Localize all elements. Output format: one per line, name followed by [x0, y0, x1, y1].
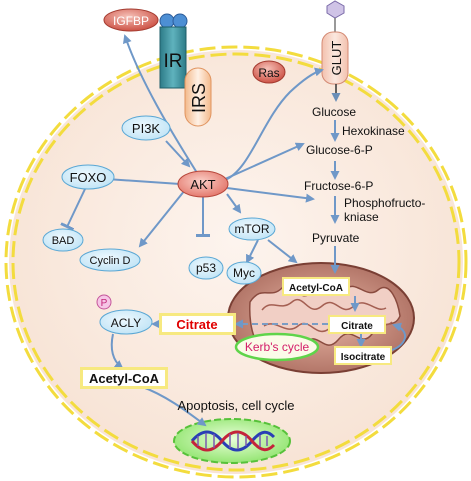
foxo-label: FOXO: [70, 170, 107, 185]
akt-label: AKT: [190, 177, 215, 192]
cyclin-d-label: Cyclin D: [90, 255, 131, 267]
ir-receptor: [159, 13, 188, 89]
cyclin-d-node: [79, 248, 141, 272]
cell-border-outer: [4, 45, 468, 479]
igfbp-label: IGFBP: [113, 14, 149, 28]
mtor-label: mTOR: [234, 222, 269, 236]
pyruvate-label: Pyruvate: [312, 231, 360, 245]
kerbs-cycle-node: [234, 332, 320, 362]
akt-node: [177, 170, 229, 198]
ir-label: IR: [164, 51, 183, 72]
fructose-6-p-label: Fructose-6-P: [304, 179, 373, 193]
irs-protein: [184, 67, 212, 127]
phosphofructokinase-label-1: Phosphofructo-: [344, 196, 425, 210]
glucose-6-p-label: Glucose-6-P: [306, 143, 373, 157]
pi3k-label: PI3K: [132, 121, 161, 136]
outcome-label: Apoptosis, cell cycle: [177, 398, 294, 413]
irs-label: IRS: [189, 83, 209, 113]
cell-border-inner: [11, 52, 461, 472]
myc-label: Myc: [233, 266, 255, 280]
glut-label: GLUT: [329, 41, 344, 76]
igfbp-node: [103, 8, 159, 32]
acly-node: [99, 309, 153, 335]
cytosol-acetyl-coa-label: Acetyl-CoA: [89, 371, 160, 386]
ras-node: [252, 60, 286, 84]
hexokinase-label: Hexokinase: [342, 124, 405, 138]
phospho-label: P: [101, 298, 108, 309]
mito-acetyl-coa-label: Acetyl-CoA: [289, 283, 343, 294]
p53-node: [188, 256, 224, 280]
glucose-label: Glucose: [312, 105, 356, 119]
mito-citrate-label: Citrate: [341, 321, 373, 332]
nucleus: [173, 418, 291, 464]
glut-transporter: [321, 31, 349, 85]
bad-node: [42, 228, 84, 252]
isocitrate-label: Isocitrate: [341, 352, 386, 363]
bad-label: BAD: [52, 235, 75, 247]
acly-label: ACLY: [111, 316, 141, 330]
pi3k-node: [121, 115, 171, 141]
myc-node: [226, 261, 262, 285]
mtor-node: [228, 217, 276, 241]
foxo-node: [61, 164, 115, 190]
pathway-arrows: [60, 34, 406, 427]
phospho-node: [96, 294, 112, 310]
glucose-hexagon-icon: [326, 0, 345, 19]
ras-label: Ras: [258, 66, 279, 80]
kerbs-cycle-label: Kerb's cycle: [245, 340, 310, 354]
phosphofructokinase-label-2: kniase: [344, 210, 379, 224]
p53-label: p53: [196, 261, 216, 275]
cytosol-citrate-label: Citrate: [176, 317, 217, 332]
